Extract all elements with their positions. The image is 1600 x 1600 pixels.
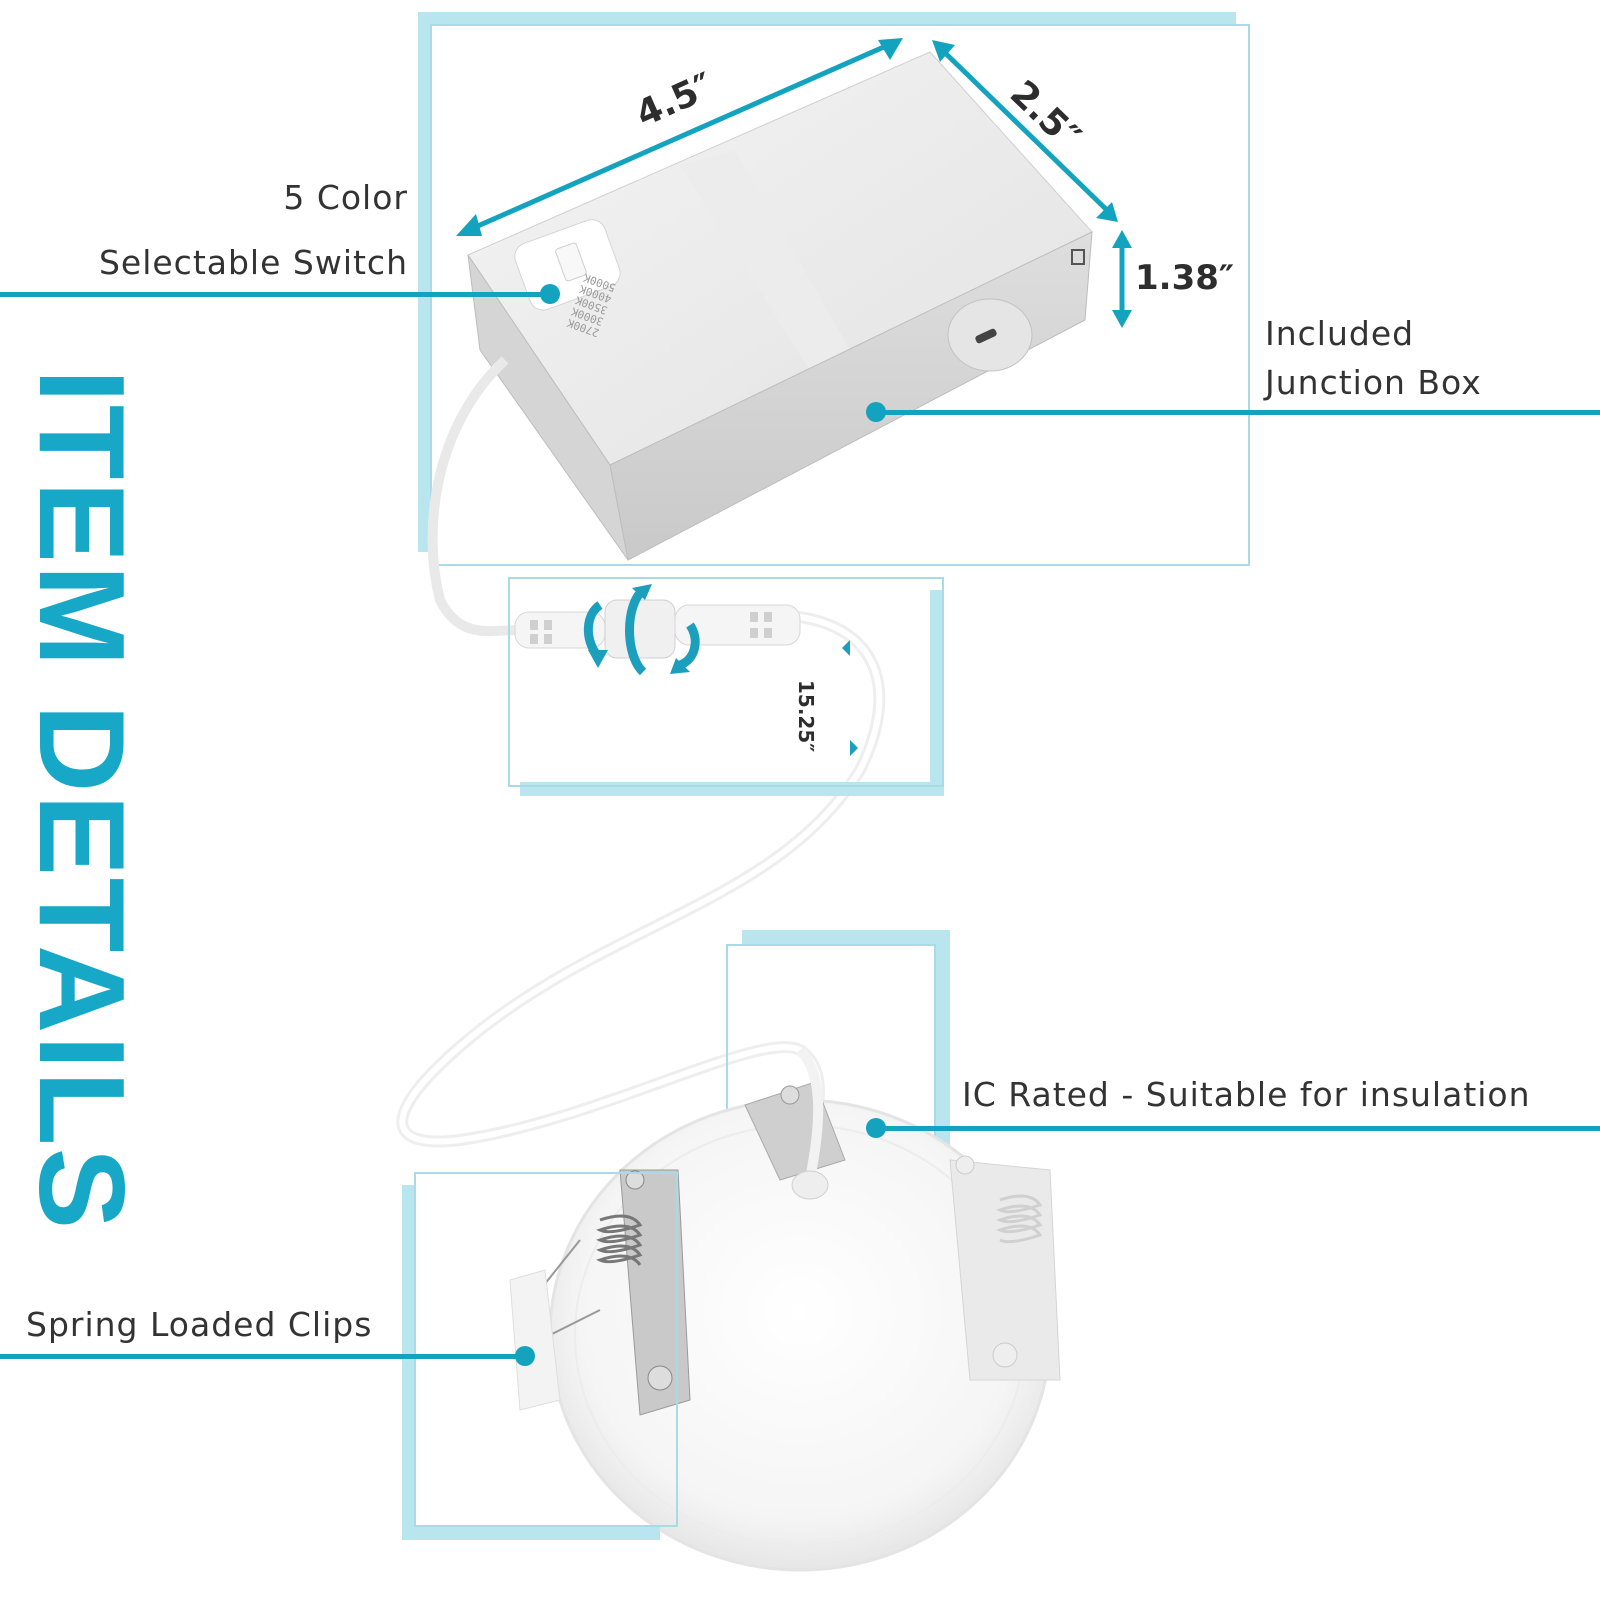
spring-clips-callout-dot: [515, 1346, 535, 1366]
junction-box-callout-dot: [866, 402, 886, 422]
switch-callout-line: [0, 292, 550, 297]
switch-callout-dot: [540, 284, 560, 304]
junction-box-frame-shadow-left: [418, 12, 432, 552]
clips-frame: [414, 1172, 678, 1527]
junction-box-frame-shadow-top: [418, 12, 1236, 26]
ic-rated-callout-dot: [866, 1118, 886, 1138]
ic-frame-shadow-right: [936, 930, 950, 1188]
dimension-height: 1.38″: [1135, 258, 1235, 298]
ic-rated-label: IC Rated - Suitable for insulation: [962, 1075, 1531, 1114]
connector-frame-shadow-right: [930, 590, 944, 795]
spring-clips-label: Spring Loaded Clips: [26, 1305, 373, 1344]
junction-box-label-line2: Junction Box: [1265, 363, 1482, 402]
clips-frame-shadow-bottom: [402, 1526, 660, 1540]
ic-rated-callout-line: [880, 1126, 1600, 1131]
junction-box-callout-line: [875, 410, 1600, 415]
clips-frame-shadow-left: [402, 1185, 416, 1540]
junction-box-label-line1: Included: [1265, 314, 1415, 353]
spring-clips-callout-line: [0, 1354, 525, 1359]
connector-frame: [508, 577, 944, 787]
switch-label-line2: Selectable Switch: [98, 243, 408, 282]
ic-frame-shadow-top: [742, 930, 950, 944]
switch-label-line1: 5 Color: [283, 178, 408, 217]
